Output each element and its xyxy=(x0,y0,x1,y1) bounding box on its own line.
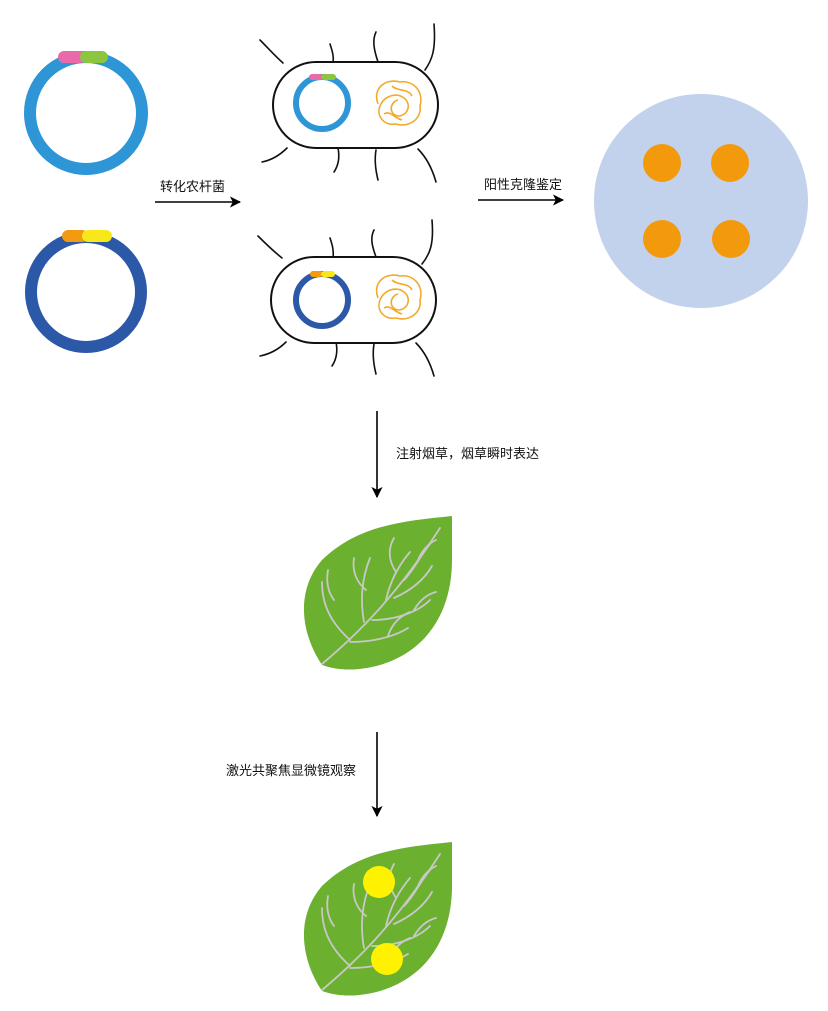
flagella-2 xyxy=(257,219,435,377)
positive-clone-label: 阳性克隆鉴定 xyxy=(484,178,562,193)
fluorescence-spot-2 xyxy=(371,943,403,975)
petri-plate xyxy=(594,94,808,308)
leaf-1-blade xyxy=(303,516,452,670)
transform-label: 转化农杆菌 xyxy=(160,180,225,195)
plasmid-2-ring xyxy=(25,231,147,353)
plasmid-1-ring xyxy=(24,51,148,175)
leaf-2-veins xyxy=(321,853,441,991)
colony-1 xyxy=(643,144,681,182)
colony-3 xyxy=(643,220,681,258)
flagella-1 xyxy=(259,23,437,183)
cell-1-genome xyxy=(375,80,422,126)
leaf-1-veins xyxy=(321,527,441,665)
fluorescence-spot-1 xyxy=(363,866,395,898)
inject-label: 注射烟草，烟草瞬时表达 xyxy=(396,446,539,462)
tobacco-leaf-1 xyxy=(303,516,452,670)
plate-background xyxy=(594,94,808,308)
leaf-2-blade xyxy=(303,842,452,996)
observe-label: 激光共聚焦显微镜观察 xyxy=(226,764,356,779)
agrobacterium-2 xyxy=(257,219,437,377)
plasmid-2 xyxy=(25,230,147,353)
tobacco-leaf-2 xyxy=(303,842,452,996)
colony-4 xyxy=(712,220,750,258)
colony-2 xyxy=(711,144,749,182)
cell-2-genome xyxy=(375,274,422,320)
agrobacterium-1 xyxy=(259,23,439,183)
plasmid-1 xyxy=(24,51,148,175)
